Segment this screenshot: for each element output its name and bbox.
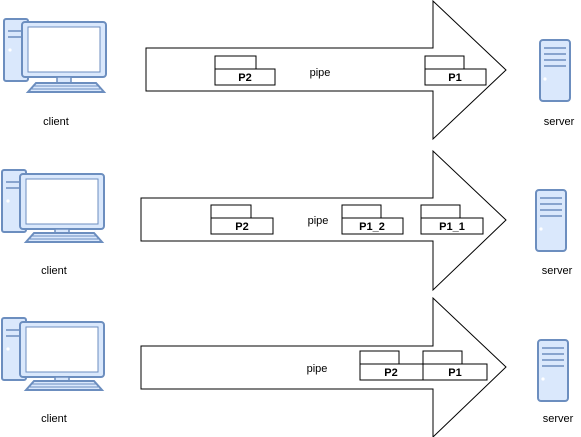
client-computer-icon [3, 18, 107, 93]
packet: P1 [422, 350, 488, 381]
packet-label: P2 [384, 367, 397, 379]
client-label: client [41, 265, 67, 277]
packet: P1_1 [420, 204, 484, 235]
row-2: client pipe P2 P1_2 P1_1 [1, 149, 573, 292]
server-label: server [544, 116, 575, 128]
pipe-arrow [145, 0, 507, 141]
packet-label: P1 [448, 367, 461, 379]
row-3: client pipe P2 P1 server [1, 296, 574, 437]
packet-label: P1_1 [439, 221, 465, 233]
packet-label: P1 [448, 72, 461, 84]
packet: P2 [210, 204, 274, 235]
pipe-arrow [140, 149, 507, 292]
client-label: client [41, 413, 67, 425]
pipe-arrow [140, 296, 507, 437]
packet: P1 [424, 55, 487, 86]
pipe-label: pipe [307, 363, 328, 375]
server-label: server [542, 265, 573, 277]
packet-label: P1_2 [359, 221, 385, 233]
row-1: client pipe P2 P1 server [3, 0, 575, 141]
client-computer-icon [1, 169, 105, 243]
client-computer-icon [1, 317, 105, 391]
client-label: client [43, 116, 69, 128]
server-label: server [543, 413, 574, 425]
pipe-label: pipe [308, 215, 329, 227]
packet: P1_2 [341, 204, 404, 235]
packet: P2 [359, 350, 424, 381]
packet: P2 [214, 55, 276, 86]
packet-label: P2 [238, 72, 251, 84]
pipe-label: pipe [310, 67, 331, 79]
server-icon [537, 339, 569, 402]
packet-label: P2 [235, 221, 248, 233]
server-icon [539, 39, 571, 102]
server-icon [535, 189, 567, 252]
